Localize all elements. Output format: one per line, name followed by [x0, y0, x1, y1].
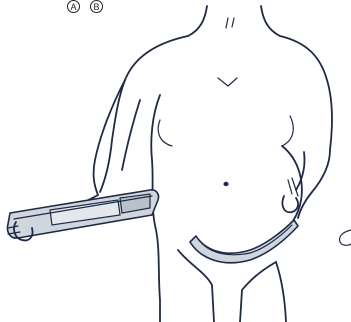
collarbone-mark-icon [226, 18, 234, 28]
leg-right-icon [240, 262, 276, 322]
left-arm-inner-icon [122, 100, 140, 170]
navel-icon [223, 182, 228, 186]
partial-hand-right-edge-icon [340, 230, 351, 245]
left-shoulder-icon [100, 36, 188, 192]
right-hand-fingers-icon [288, 178, 298, 196]
right-underbust-icon [282, 116, 293, 146]
hip-right-icon [276, 262, 286, 322]
right-hand-icon [282, 196, 298, 212]
left-underbust-icon [158, 120, 172, 146]
right-shoulder-icon [280, 36, 332, 150]
chest-mark-icon [218, 78, 237, 86]
held-belt-icon [7, 190, 158, 238]
support-belt-icon [190, 220, 298, 263]
neck-left-icon [188, 6, 207, 36]
right-arm-inner-icon [296, 152, 305, 190]
leg-left-icon [178, 250, 214, 322]
right-arm-upper-icon [298, 150, 330, 218]
neck-right-icon [261, 6, 280, 36]
